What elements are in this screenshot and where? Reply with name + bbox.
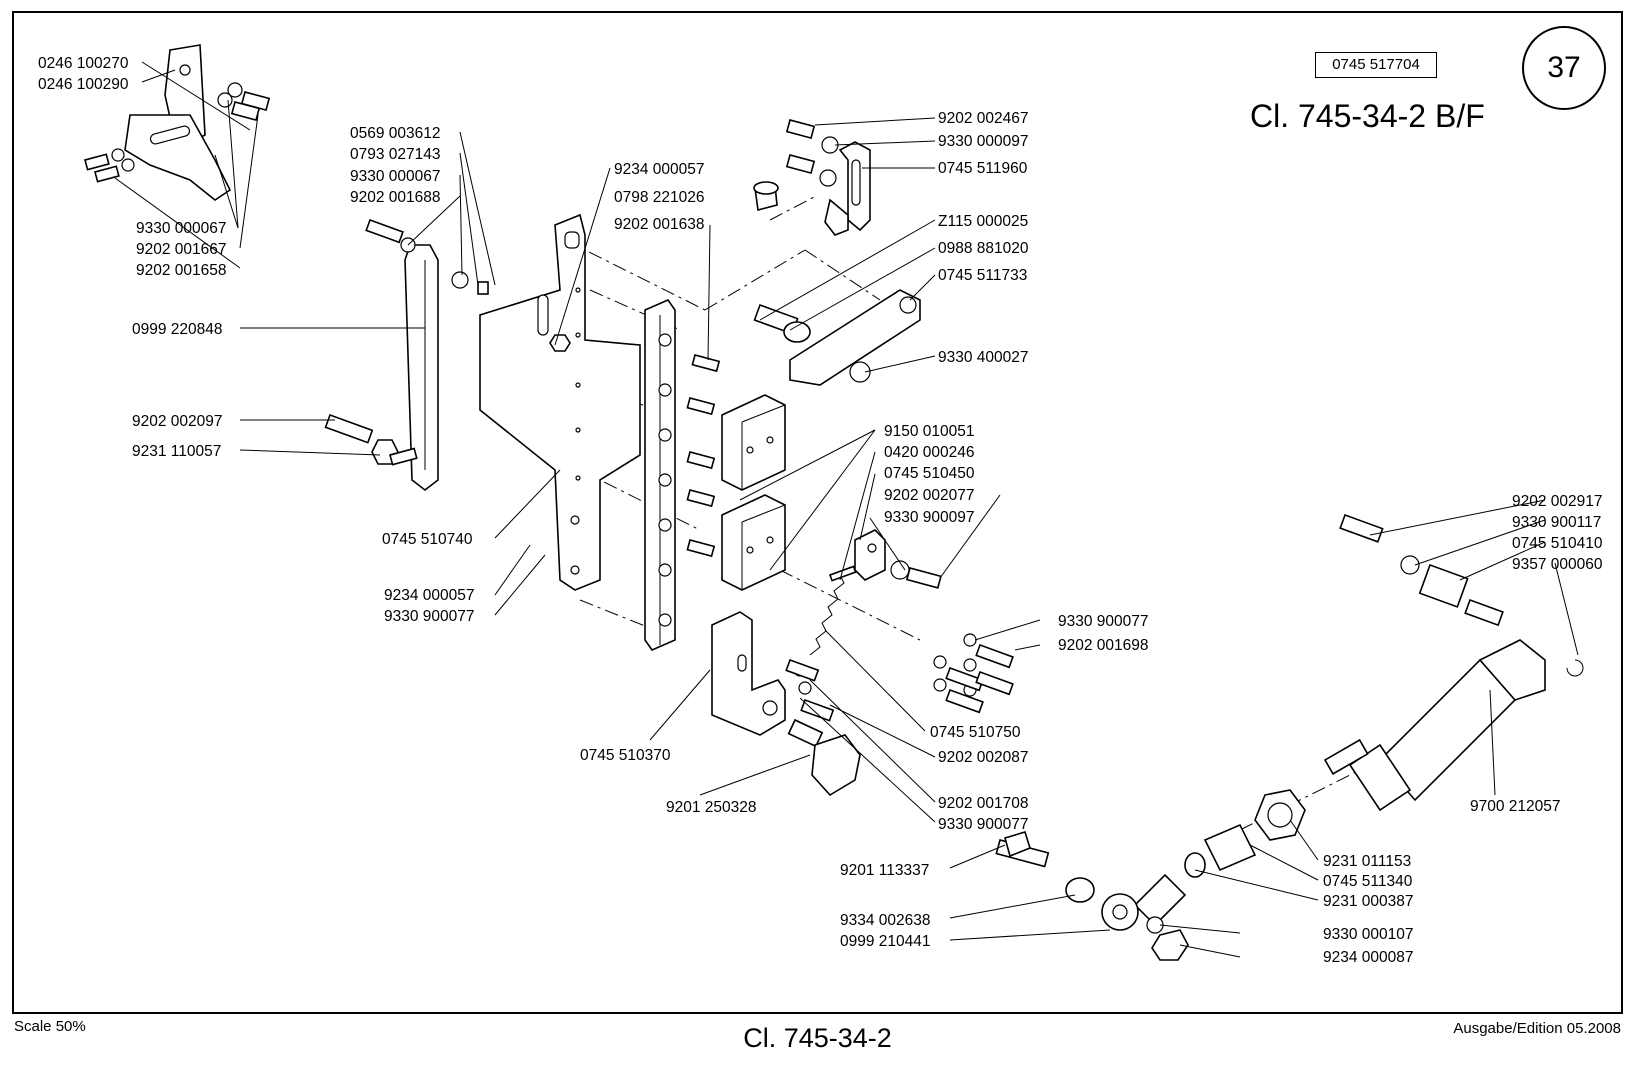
part-label: 9330 000097 xyxy=(938,133,1029,150)
part-label: 9231 011153 xyxy=(1323,853,1411,870)
knob-9201250328 xyxy=(785,658,861,797)
drawing-title: Cl. 745-34-2 B/F xyxy=(1250,98,1485,134)
screw-group-9202001698 xyxy=(933,633,1014,714)
drawing-frame xyxy=(12,11,1623,1014)
bracket-0745510370 xyxy=(711,611,786,736)
part-label: 9202 001708 xyxy=(938,795,1029,812)
part-label: 0420 000246 xyxy=(884,444,975,461)
part-label: 9202 001698 xyxy=(1058,637,1149,654)
main-plate-0745510740 xyxy=(479,213,641,591)
part-label: 9202 001667 xyxy=(136,241,227,258)
part-label: 9202 001658 xyxy=(136,262,227,279)
sheet-number-circle: 37 xyxy=(1522,26,1606,110)
part-label: 9231 110057 xyxy=(132,443,221,460)
bracket-0745511960 xyxy=(753,119,871,236)
rail-screws xyxy=(686,354,721,558)
part-label: 0745 510450 xyxy=(884,465,975,482)
part-label: 9150 010051 xyxy=(884,423,975,440)
part-label: Z115 000025 xyxy=(938,213,1028,230)
scale-note: Scale 50% xyxy=(14,1018,86,1035)
cylinder-9700212057 xyxy=(1323,513,1584,812)
part-label: 9330 900077 xyxy=(384,608,475,625)
part-labels: 0246 100270 0246 100290 9330 000067 9202… xyxy=(38,55,1603,966)
rail xyxy=(644,299,676,651)
part-label: 9330 000067 xyxy=(136,220,227,237)
part-label: 9330 900097 xyxy=(884,509,975,526)
part-label: 9234 000087 xyxy=(1323,949,1414,966)
part-label: 9700 212057 xyxy=(1470,798,1561,815)
reference-number-box: 0745 517704 xyxy=(1315,52,1437,78)
part-label: 9234 000057 xyxy=(384,587,475,604)
part-label: 0246 100290 xyxy=(38,76,129,93)
part-label: 9330 900077 xyxy=(938,816,1029,833)
part-label: 0798 221026 xyxy=(614,189,705,206)
part-label: 9202 001638 xyxy=(614,216,705,233)
part-label: 9357 000060 xyxy=(1512,556,1603,573)
part-label: 9330 900077 xyxy=(1058,613,1149,630)
leader-lines xyxy=(114,61,1579,958)
part-label: 9234 000057 xyxy=(614,161,705,178)
lever-0745511733 xyxy=(753,289,921,386)
part-label: 9334 002638 xyxy=(840,912,931,929)
part-label: 9202 002467 xyxy=(938,110,1029,127)
part-label: 0745 510750 xyxy=(930,724,1021,741)
part-label: 0999 210441 xyxy=(840,933,931,950)
part-label: 9330 400027 xyxy=(938,349,1029,366)
rod-end-parts xyxy=(995,789,1306,961)
bracket-0246 xyxy=(124,44,232,201)
screws-top-left xyxy=(84,82,271,183)
part-label: 0988 881020 xyxy=(938,240,1029,257)
spring-0745510750 xyxy=(809,566,851,656)
part-label: 9231 000387 xyxy=(1323,893,1414,910)
part-label: 9202 002087 xyxy=(938,749,1029,766)
part-label: 0745 510410 xyxy=(1512,535,1603,552)
part-label: 0569 003612 xyxy=(350,125,441,142)
part-label: 9202 002097 xyxy=(132,413,223,430)
part-label: 0745 511960 xyxy=(938,160,1028,177)
part-label: 9202 002077 xyxy=(884,487,975,504)
part-label: 0745 511733 xyxy=(938,267,1027,284)
part-label: 9201 113337 xyxy=(840,862,929,879)
part-label: 9201 250328 xyxy=(666,799,757,816)
part-label: 9202 001688 xyxy=(350,189,441,206)
part-label: 0999 220848 xyxy=(132,321,223,338)
footer-title: Cl. 745-34-2 xyxy=(743,1023,892,1053)
part-label: 0246 100270 xyxy=(38,55,129,72)
edition-note: Ausgabe/Edition 05.2008 xyxy=(1453,1020,1621,1037)
part-label: 9202 002917 xyxy=(1512,493,1603,510)
part-label: 9330 000067 xyxy=(350,168,441,185)
vertical-bar-0999220848 xyxy=(324,218,489,492)
part-label: 0745 510740 xyxy=(382,531,473,548)
part-label: 9330 900117 xyxy=(1512,514,1601,531)
part-label: 9330 000107 xyxy=(1323,926,1414,943)
part-label: 0745 511340 xyxy=(1323,873,1413,890)
small-block-0745510450 xyxy=(828,529,942,589)
slider-blocks-9150010051 xyxy=(721,394,786,591)
part-label: 0745 510370 xyxy=(580,747,671,764)
part-label: 0793 027143 xyxy=(350,146,441,163)
